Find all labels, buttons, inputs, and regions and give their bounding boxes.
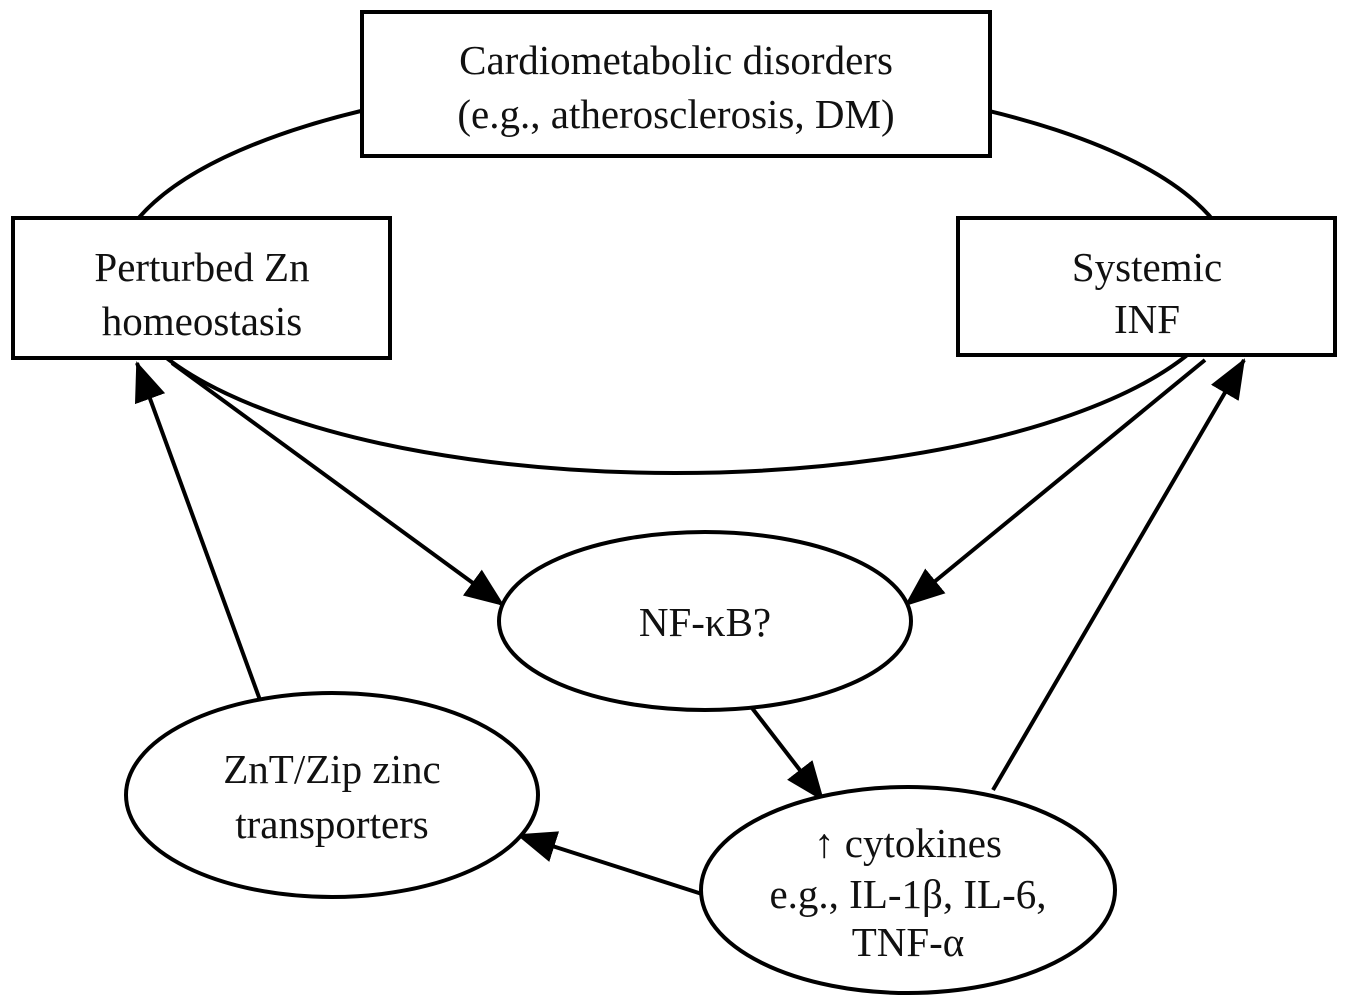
node-cardiometabolic: Cardiometabolic disorders (e.g., atheros…	[360, 10, 992, 158]
transporters-line2: transporters	[235, 801, 429, 847]
node-transporters: ZnT/Zip zinc transporters	[124, 691, 540, 899]
cardiometabolic-box	[360, 10, 992, 158]
arrow-cytokines-to-inf	[991, 358, 1246, 792]
cardiometabolic-line2: (e.g., atherosclerosis, DM)	[457, 91, 894, 137]
systemic-inf-box	[956, 216, 1337, 357]
cardiometabolic-line1: Cardiometabolic disorders	[459, 37, 893, 83]
nfkb-label: NF-κB?	[639, 599, 771, 645]
nfkb-ellipse	[497, 530, 913, 712]
cytokines-line2: e.g., IL-1β, IL-6,	[769, 871, 1046, 917]
arrow-inf-to-nfkb	[904, 358, 1207, 607]
zn-homeostasis-line2: homeostasis	[102, 298, 302, 344]
transporters-line1: ZnT/Zip zinc	[223, 746, 440, 792]
node-systemic-inf: Systemic INF	[956, 216, 1337, 357]
transporters-ellipse	[124, 691, 540, 899]
arrow-zn-to-nfkb	[170, 361, 505, 607]
systemic-inf-line1: Systemic	[1072, 244, 1222, 290]
cytokines-ellipse	[699, 785, 1117, 995]
arrow-cytokines-to-transporters	[516, 831, 703, 896]
zn-homeostasis-line1: Perturbed Zn	[94, 244, 309, 290]
node-nfkb: NF-κB?	[497, 530, 913, 712]
zn-homeostasis-box	[11, 216, 392, 360]
arrow-transporters-to-zn	[134, 361, 262, 701]
systemic-inf-line2: INF	[1114, 296, 1180, 342]
arrow-nfkb-to-cytokines	[750, 706, 825, 802]
node-zn-homeostasis: Perturbed Zn homeostasis	[11, 216, 392, 360]
node-cytokines: ↑ cytokines e.g., IL-1β, IL-6, TNF-α	[699, 785, 1117, 995]
cytokines-line1: ↑ cytokines	[814, 820, 1002, 866]
cytokines-line3: TNF-α	[852, 919, 965, 965]
